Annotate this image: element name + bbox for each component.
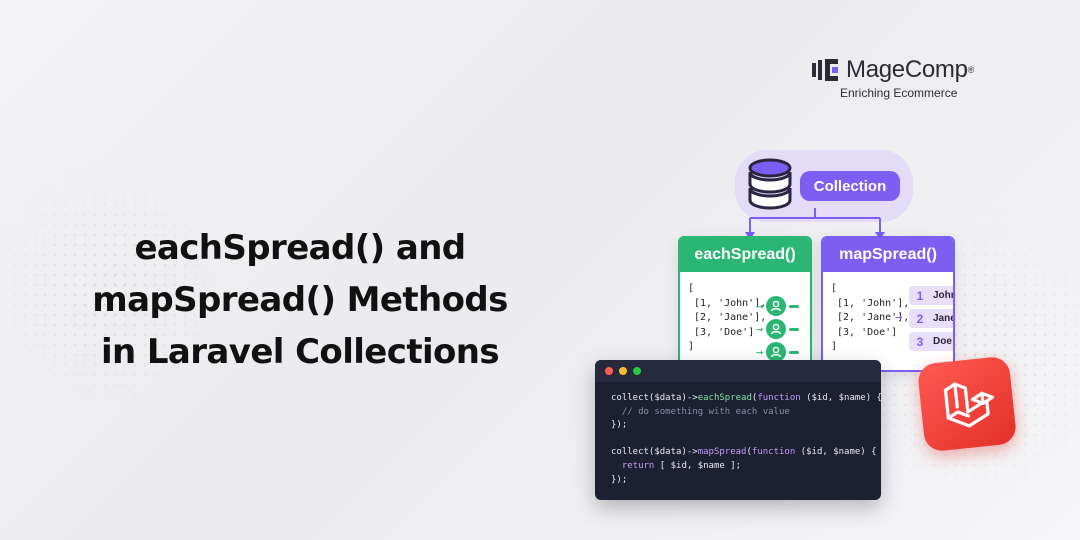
- headline: eachSpread() and mapSpread() Methods in …: [40, 222, 560, 378]
- input-row: [2, 'Jane'],: [694, 312, 767, 323]
- code-body: collect($data)->eachSpread(function ($id…: [595, 382, 881, 487]
- code-line: return [ $id, $name ];: [621, 460, 742, 471]
- person-icon: [766, 342, 787, 362]
- magecomp-logo-icon: [812, 59, 838, 81]
- brand-name: MageComp: [846, 56, 968, 83]
- dot-pattern-left: [0, 160, 240, 420]
- close-bracket: ]: [831, 341, 838, 352]
- dash-icon: [789, 350, 800, 354]
- output-item-1: 1 John: [909, 286, 955, 305]
- code-window-titlebar: [595, 360, 881, 382]
- collection-label: Collection: [800, 171, 900, 201]
- input-row: [1, 'John'],: [694, 297, 767, 309]
- laravel-logo-icon: [943, 382, 995, 428]
- eachspread-card: eachSpread() [ [1, 'John'], [2, 'Jane'],…: [678, 236, 812, 372]
- mapspread-card-title: mapSpread(): [823, 238, 953, 272]
- input-row: [1, 'John'],: [837, 297, 910, 309]
- headline-line-2: mapSpread() Methods: [92, 280, 508, 320]
- output-item-3: 3 Doe: [909, 332, 953, 351]
- output-num: 3: [916, 334, 924, 349]
- input-row: [2, 'Jane'],: [837, 312, 910, 323]
- open-bracket: [: [688, 283, 695, 294]
- output-name: Doe: [933, 336, 952, 347]
- mapspread-card: mapSpread() [ [1, 'John'], [2, 'Jane'], …: [821, 236, 955, 372]
- person-icon: [766, 296, 787, 316]
- code-line: [611, 433, 881, 447]
- arrow-right-icon: →: [895, 310, 903, 324]
- close-bracket: ]: [688, 341, 695, 352]
- output-name: John: [933, 290, 955, 301]
- code-line: // do something with each value: [611, 406, 790, 417]
- branch-connector: [745, 208, 885, 240]
- person-icon: [766, 319, 787, 339]
- brand-registered: ®: [967, 65, 975, 75]
- code-line: collect($data)->mapSpread(function ($id,…: [611, 447, 877, 458]
- input-row: [3, 'Doe']: [694, 326, 755, 338]
- output-item: →: [756, 342, 800, 362]
- output-item-2: 2 Jane: [909, 309, 955, 328]
- brand-tagline: Enriching Ecommerce: [840, 86, 958, 100]
- arrow-right-icon: →: [756, 299, 764, 313]
- headline-line-1: eachSpread() and: [134, 228, 466, 268]
- output-item: →: [756, 296, 800, 316]
- output-num: 1: [916, 288, 924, 303]
- laravel-badge: [916, 355, 1018, 453]
- code-line: });: [611, 420, 628, 431]
- database-icon: [748, 158, 792, 210]
- code-line: });: [611, 474, 628, 485]
- eachspread-card-title: eachSpread(): [680, 238, 810, 272]
- headline-line-3: in Laravel Collections: [100, 332, 500, 372]
- code-line: collect($data)->eachSpread(function ($id…: [611, 393, 881, 403]
- dash-icon: [789, 327, 800, 331]
- mapspread-card-body: [ [1, 'John'], [2, 'Jane'], [3, 'Doe'] ]…: [823, 272, 953, 355]
- close-dot-icon: [605, 367, 613, 375]
- minimize-dot-icon: [619, 367, 627, 375]
- arrow-right-icon: →: [756, 345, 764, 359]
- output-item: →: [756, 319, 800, 339]
- arrow-right-icon: →: [756, 322, 764, 336]
- code-window: collect($data)->eachSpread(function ($id…: [595, 360, 881, 500]
- brand-logo: MageComp ® Enriching Ecommerce: [812, 56, 974, 100]
- eachspread-card-body: [ [1, 'John'], [2, 'Jane'], [3, 'Doe'] ]…: [680, 272, 810, 362]
- input-row: [3, 'Doe']: [837, 326, 898, 338]
- open-bracket: [: [831, 283, 838, 294]
- output-name: Jane: [933, 313, 955, 324]
- dash-icon: [789, 304, 800, 308]
- maximize-dot-icon: [633, 367, 641, 375]
- output-num: 2: [916, 311, 924, 326]
